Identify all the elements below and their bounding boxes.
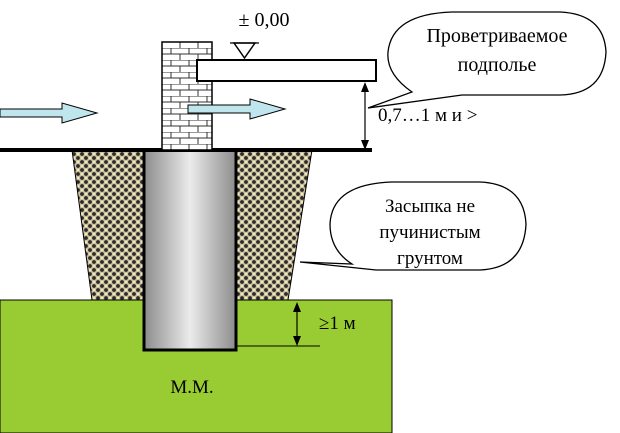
dimension-arrowhead-icon (361, 140, 369, 150)
pile (142, 148, 238, 352)
ventilated-underfloor-line-2: подполье (458, 54, 537, 76)
bearing-soil-label: М.М. (170, 377, 213, 398)
dimension-arrowhead-icon (293, 336, 301, 346)
ventilated-underfloor-callout (367, 11, 607, 109)
ventilated-underfloor-line-1: Проветриваемое (426, 25, 567, 47)
airflow-arrow-icon (187, 98, 287, 120)
brick-plinth (161, 41, 213, 151)
backfill-callout-line-1: Засыпка не (385, 196, 475, 217)
level-mark-triangle-icon (232, 42, 257, 60)
backfill-callout-line-2: пучинистым (379, 222, 480, 243)
dimension-arrowhead-icon (361, 82, 369, 92)
dimension-arrowhead-icon (293, 302, 301, 312)
underfloor-height-label: 0,7…1 м и > (378, 105, 477, 126)
backfill-callout-line-3: грунтом (397, 248, 463, 269)
embedment-depth-label: ≥1 м (319, 313, 356, 334)
backfill-callout (299, 181, 527, 271)
floor-slab (196, 59, 377, 82)
level-mark-label: ± 0,00 (239, 9, 290, 31)
airflow-arrow-icon (0, 102, 99, 124)
